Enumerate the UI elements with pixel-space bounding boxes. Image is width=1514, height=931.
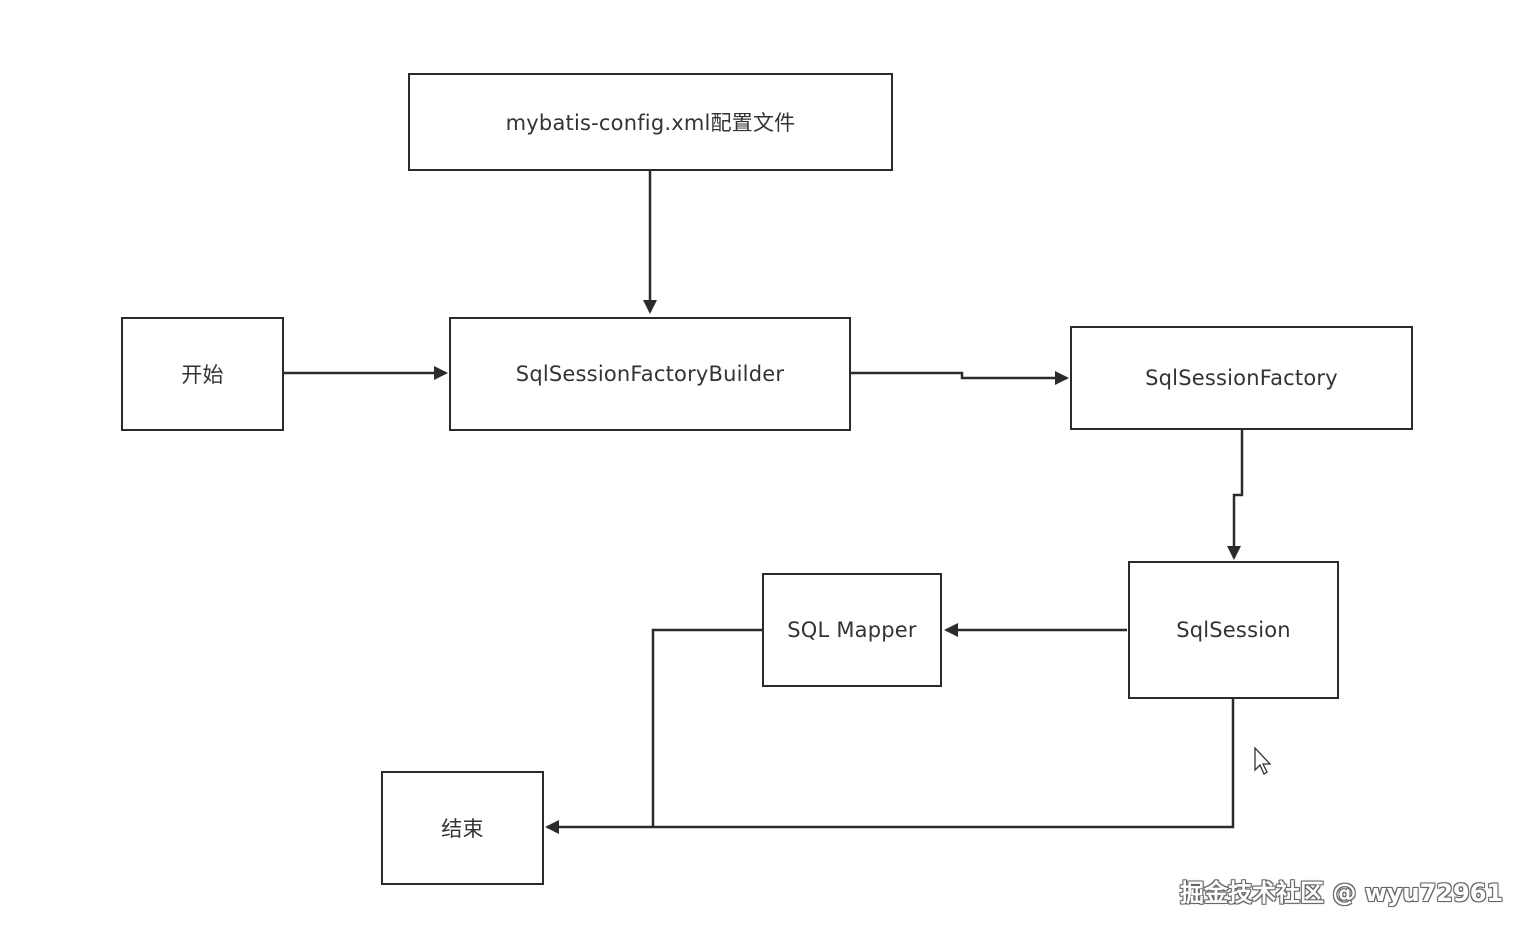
edge-mapper-to-end (651, 628, 763, 827)
node-factory: SqlSessionFactory (1070, 326, 1413, 430)
node-session-label: SqlSession (1176, 618, 1291, 642)
mouse-pointer-icon (1254, 746, 1272, 775)
node-mapper-label: SQL Mapper (787, 618, 917, 642)
node-factory-label: SqlSessionFactory (1145, 366, 1338, 390)
node-start: 开始 (121, 317, 284, 431)
node-mapper: SQL Mapper (762, 573, 942, 687)
node-end-label: 结束 (441, 817, 484, 841)
node-config-label: mybatis-config.xml配置文件 (505, 111, 796, 135)
node-session: SqlSession (1128, 561, 1339, 699)
watermark-text: 掘金技术社区 @ wyu72961 (1180, 879, 1504, 907)
edge-session-to-end (545, 698, 1235, 834)
node-builder: SqlSessionFactoryBuilder (449, 317, 851, 431)
edge-builder-to-factory (851, 371, 1069, 385)
edge-factory-to-session (1227, 430, 1244, 560)
node-start-label: 开始 (181, 363, 224, 387)
node-builder-label: SqlSessionFactoryBuilder (515, 362, 785, 386)
node-config: mybatis-config.xml配置文件 (408, 73, 893, 171)
node-end: 结束 (381, 771, 544, 885)
